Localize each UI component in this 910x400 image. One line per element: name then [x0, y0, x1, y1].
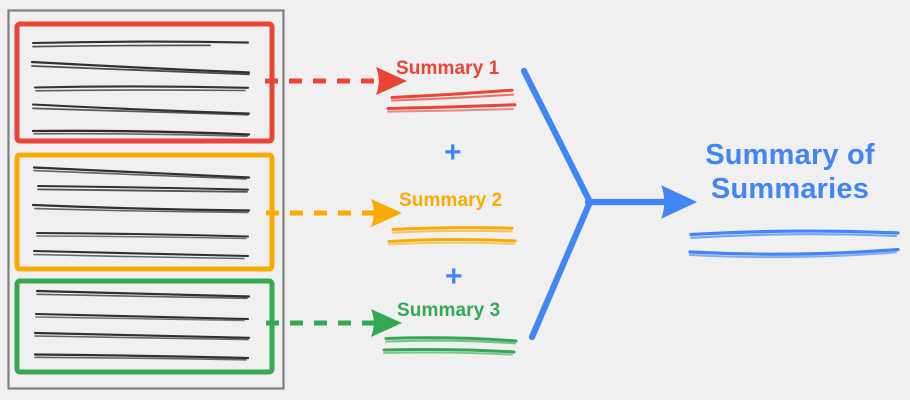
summary-1-squiggle [386, 88, 517, 113]
summary-3-label: Summary 3 [397, 300, 501, 321]
final-output-squiggle [688, 229, 900, 259]
summary-3-squiggle [382, 336, 518, 356]
chunk-3-text-lines [33, 289, 251, 361]
source-document-frame [7, 9, 285, 390]
merge-branch-top [520, 67, 594, 206]
final-output-label: Summary of Summaries [680, 139, 900, 207]
final-output-line-1: Summary of [705, 139, 875, 171]
merge-branch-bottom [528, 198, 594, 341]
plus-operator-1: + [444, 136, 462, 169]
merge-arrow [520, 67, 698, 341]
chunk-3-box[interactable] [14, 278, 275, 375]
summary-2-squiggle [387, 226, 517, 246]
summary-1-label: Summary 1 [396, 58, 500, 79]
plus-operator-2: + [445, 260, 463, 293]
chunk-1-text-lines [30, 40, 251, 137]
final-output-line-2: Summaries [710, 172, 870, 205]
chunk-2-text-lines [31, 166, 251, 260]
summary-2-label: Summary 2 [399, 190, 503, 211]
